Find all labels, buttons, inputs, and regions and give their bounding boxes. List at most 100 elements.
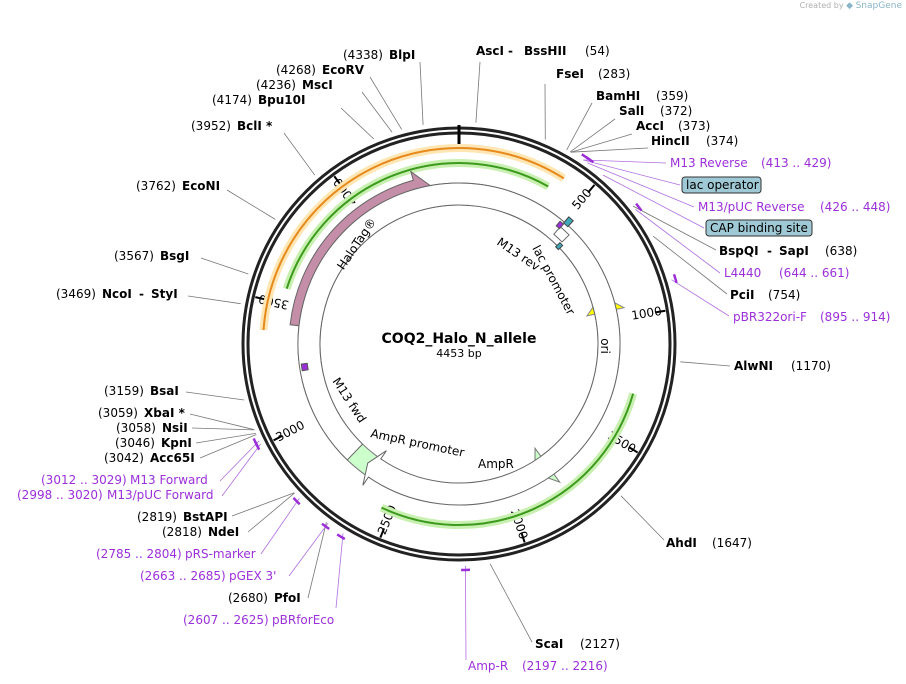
leader-line [340,107,375,140]
site-name: SalI [619,104,644,118]
site-bpu10i[interactable]: (4174) Bpu10I [212,93,305,107]
primer-prs-marker[interactable]: (2785 .. 2804) pRS-marker [96,547,256,561]
leader-line [231,492,295,517]
site-name: PciI [730,288,755,302]
site-pfoi[interactable]: (2680) PfoI [228,591,301,605]
primer-range: (644 .. 661) [779,266,849,280]
site-bspqi-sapi[interactable]: BspQI - SapI (638) [719,244,857,258]
site-msci[interactable]: (4236) MscI [256,78,333,92]
site-xbai[interactable]: (3059) XbaI * [98,406,186,420]
site-nsii[interactable]: (3058) NsiI [116,421,188,435]
primer-pbr322ori-f[interactable]: pBR322ori-F (895 .. 914) [733,310,890,324]
site-ahdi[interactable]: AhdI (1647) [666,536,752,550]
site-acc65i[interactable]: (3042) Acc65I [104,451,195,465]
site-position: (283) [598,67,630,81]
site-name: NdeI [208,525,239,539]
primer-amp-r[interactable]: Amp-R (2197 .. 2216) [468,659,608,673]
site-acci[interactable]: AccI (373) [636,119,710,133]
site-position: (1647) [712,536,752,550]
leader-line [260,498,300,555]
site-name: EcoRV [322,63,365,77]
leader-line [602,174,705,229]
m13-rev-feature[interactable] [555,220,565,230]
site-bsgi[interactable]: (3567) BsgI [114,249,189,263]
leader-line [570,147,649,153]
m13-fwd-feature[interactable] [300,362,309,372]
primer-name: L4440 [724,266,761,280]
site-position: (3059) [98,406,138,420]
site-name: XbaI * [144,406,186,420]
primer-pbrforeco[interactable]: (2607 .. 2625) pBRforEco [183,613,334,627]
site-alwni[interactable]: AlwNI (1170) [734,359,831,373]
primer-range: (2663 .. 2685) [140,569,226,583]
site-ndei[interactable]: (2818) NdeI [162,525,239,539]
site-kpni[interactable]: (3046) KpnI [115,436,192,450]
primer-m13-reverse[interactable]: M13 Reverse (413 .. 429) [670,156,831,170]
primer-range: (426 .. 448) [820,200,890,214]
site-position: (2680) [228,591,268,605]
site-bamhi[interactable]: BamHI (359) [596,89,688,103]
tick-mark [379,527,386,539]
site-asci-bsshii[interactable]: AscI - BssHII (54) [476,44,610,58]
site-hincii[interactable]: HincII (374) [651,134,738,148]
tick-mark [255,296,266,301]
site-name: AhdI [666,536,697,550]
primer-name: M13/pUC Forward [107,488,214,502]
plasmid-length: 4453 bp [436,347,481,360]
site-position: (54) [585,44,610,58]
tick-label: 3000 [273,418,307,445]
site-position: (4236) [256,78,296,92]
primer-range: (895 .. 914) [820,310,890,324]
cap-binding-site-box-bg [705,219,813,237]
leader-line [288,522,329,577]
tick-mark [333,175,342,185]
leader-line [185,391,245,401]
cap-binding-site-feature[interactable] [554,241,564,251]
ampr-promoter-feature[interactable] [297,182,621,506]
site-position: (3762) [136,179,176,193]
site-bsai[interactable]: (3159) BsaI [104,384,179,398]
primer-m13-forward[interactable]: (3012 .. 3029) M13 Forward [41,473,208,487]
leader-line [569,118,616,153]
site-sali[interactable]: SalI (372) [619,104,692,118]
site-ecorv[interactable]: (4268) EcoRV [276,63,365,77]
primer-range: (413 .. 429) [761,156,831,170]
site-name: Bpu10I [258,93,305,107]
leader-line [247,492,295,533]
lac-operator-box[interactable]: lac operator [681,176,762,194]
site-pcii[interactable]: PciI (754) [730,288,800,302]
site-blpi[interactable]: (4338) BlpI [343,48,415,62]
primer-name: M13/pUC Reverse [698,200,805,214]
site-name: BlpI [389,48,415,62]
primer-m13-puc-reverse[interactable]: M13/pUC Reverse (426 .. 448) [698,200,890,214]
site-name: HincII [651,134,690,148]
site-scai[interactable]: ScaI (2127) [535,637,620,651]
primer-name: pGEX 3' [229,569,276,583]
primer-l4440[interactable]: L4440 (644 .. 661) [724,266,849,280]
site-econi[interactable]: (3762) EcoNI [136,179,220,193]
leader-line [465,565,467,661]
primer-m13-puc-forward[interactable]: (2998 .. 3020) M13/pUC Forward [17,488,214,502]
site-separator: - [139,287,144,301]
primer-name: pRS-marker [185,547,256,561]
primer-range: (2785 .. 2804) [96,547,182,561]
site-bcli[interactable]: (3952) BclI * [191,119,273,133]
site-position: (3952) [191,119,231,133]
leader-line [219,440,260,482]
site-position: (1170) [791,359,831,373]
site-position: (3046) [115,436,155,450]
leader-line [200,257,249,275]
site-name: BamHI [596,89,640,103]
lac-operator-feature[interactable] [562,216,574,228]
site-ncoi-styi[interactable]: (3469) NcoI - StyI [56,287,178,301]
site-bstapi[interactable]: (2819) BstAPI [137,510,228,524]
site-name: AlwNI [734,359,773,373]
primer-pgex-3[interactable]: (2663 .. 2685) pGEX 3' [140,569,276,583]
site-name: NsiI [162,421,188,435]
lac-promoter-feature[interactable] [553,226,570,243]
cap-binding-site-box[interactable]: CAP binding site [705,219,813,237]
leader-line [189,413,255,431]
site-position: (638) [825,244,857,258]
tick-label: 1000 [630,304,662,323]
site-fsei[interactable]: FseI (283) [556,67,630,81]
